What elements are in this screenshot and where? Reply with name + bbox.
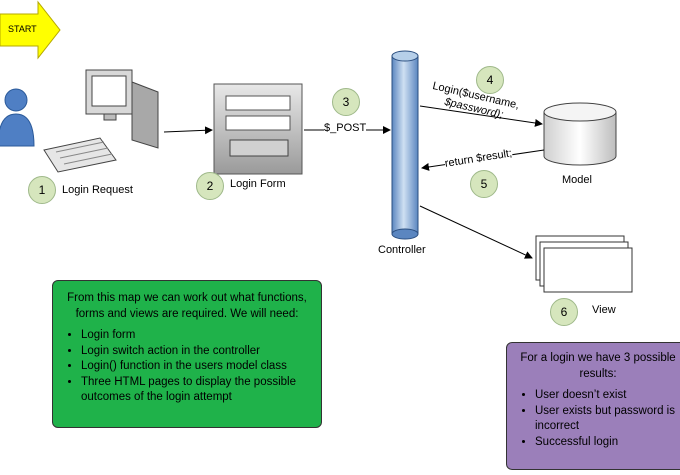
model-label: Model bbox=[562, 174, 592, 186]
results-intro: For a login we have 3 possible results: bbox=[520, 352, 676, 380]
list-item: User exists but password is incorrect bbox=[535, 404, 679, 435]
arrow-request-to-form bbox=[163, 126, 213, 135]
user-icon bbox=[0, 88, 35, 147]
step-6-circle: 6 bbox=[550, 298, 578, 326]
arrow-controller-to-view bbox=[419, 205, 533, 259]
login-request-label: Login Request bbox=[62, 184, 133, 196]
step-5-circle: 5 bbox=[470, 170, 498, 198]
step-1-circle: 1 bbox=[28, 176, 56, 204]
start-label: START bbox=[8, 24, 37, 34]
list-item: Login() function in the users model clas… bbox=[81, 359, 311, 375]
controller-cylinder bbox=[391, 50, 419, 240]
computer-icon bbox=[43, 69, 159, 173]
step-3-circle: 3 bbox=[332, 88, 360, 116]
start-arrow bbox=[0, 0, 61, 60]
arrow-controller-to-model bbox=[419, 105, 543, 127]
post-label: $_POST bbox=[324, 122, 367, 134]
requirements-intro: From this map we can work out what funct… bbox=[67, 292, 307, 320]
model-database-icon bbox=[543, 102, 617, 166]
list-item: Three HTML pages to display the possible… bbox=[81, 375, 311, 406]
list-item: Login switch action in the controller bbox=[81, 344, 311, 360]
login-form-label: Login Form bbox=[230, 178, 286, 190]
results-list: User doesn’t exist User exists but passw… bbox=[517, 388, 679, 450]
login-form-icon bbox=[213, 83, 303, 175]
results-box: For a login we have 3 possible results: … bbox=[506, 342, 680, 470]
controller-label: Controller bbox=[378, 244, 426, 256]
list-item: Login form bbox=[81, 328, 311, 344]
view-pages-icon bbox=[535, 235, 633, 293]
list-item: Successful login bbox=[535, 435, 679, 451]
requirements-list: Login form Login switch action in the co… bbox=[63, 328, 311, 406]
list-item: User doesn’t exist bbox=[535, 388, 679, 404]
requirements-box: From this map we can work out what funct… bbox=[52, 280, 322, 428]
step-2-circle: 2 bbox=[196, 172, 224, 200]
view-label: View bbox=[592, 304, 616, 316]
step-4-circle: 4 bbox=[476, 66, 504, 94]
